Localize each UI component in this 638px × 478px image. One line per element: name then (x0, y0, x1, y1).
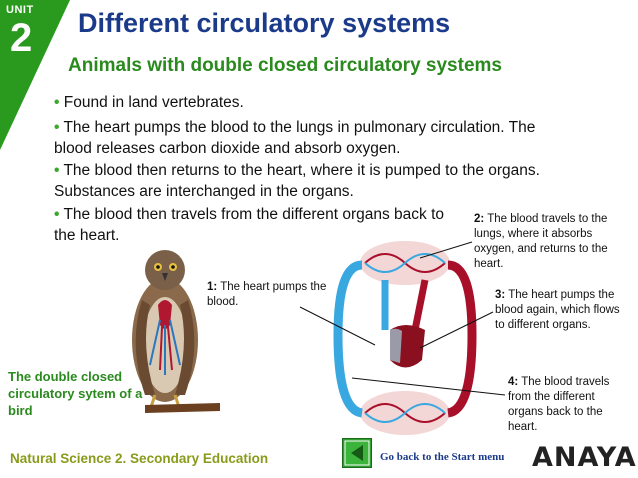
annotation-4: 4: The blood travels from the different … (508, 375, 628, 435)
bullet-text: Found in land vertebrates. (63, 94, 244, 111)
bird-caption: The double closed circulatory sytem of a… (8, 369, 143, 418)
bullet-text: The blood then travels from the differen… (54, 206, 445, 244)
bullet-text: The heart pumps the blood to the lungs i… (54, 119, 536, 157)
annotation-number: 1: (207, 281, 218, 293)
bullet-item: • Found in land vertebrates. (54, 92, 594, 113)
page-title: Different circulatory systems (78, 8, 451, 38)
unit-label: UNIT (6, 4, 34, 16)
bullet-dot: • (54, 119, 60, 136)
page-subtitle: Animals with double closed circulatory s… (68, 55, 502, 76)
unit-number: 2 (10, 16, 33, 60)
bullet-dot: • (54, 94, 60, 111)
annotation-text: The blood travels from the different org… (508, 376, 610, 433)
annotation-3: 3: The heart pumps the blood again, whic… (495, 288, 625, 333)
back-arrow-icon (344, 440, 370, 466)
annotation-number: 3: (495, 289, 506, 301)
bullet-text: The blood then returns to the heart, whe… (54, 162, 540, 200)
bullet-item: • The heart pumps the blood to the lungs… (54, 117, 574, 159)
annotation-text: The heart pumps the blood. (207, 281, 327, 308)
annotation-text: The blood travels to the lungs, where it… (474, 213, 608, 270)
course-footer: Natural Science 2. Secondary Education (10, 451, 269, 466)
annotation-number: 4: (508, 376, 519, 388)
back-to-start-link[interactable]: Go back to the Start menu (380, 451, 505, 463)
bullet-dot: • (54, 206, 60, 223)
annotation-text: The heart pumps the blood again, which f… (495, 289, 620, 331)
artery-path (446, 260, 477, 418)
bullet-item: • The blood then returns to the heart, w… (54, 160, 574, 202)
annotation-2: 2: The blood travels to the lungs, where… (474, 212, 624, 272)
unit-corner-tab (0, 0, 70, 150)
back-to-start-button[interactable] (342, 438, 372, 468)
annotation-number: 2: (474, 213, 485, 225)
vein-path (333, 260, 364, 418)
circulation-diagram (333, 241, 477, 435)
bullet-item: • The blood then travels from the differ… (54, 204, 454, 246)
bullet-dot: • (54, 162, 60, 179)
bird-illustration (132, 250, 220, 413)
annotation-1: 1: The heart pumps the blood. (207, 280, 327, 310)
anaya-logo: ANAYA (532, 442, 637, 473)
